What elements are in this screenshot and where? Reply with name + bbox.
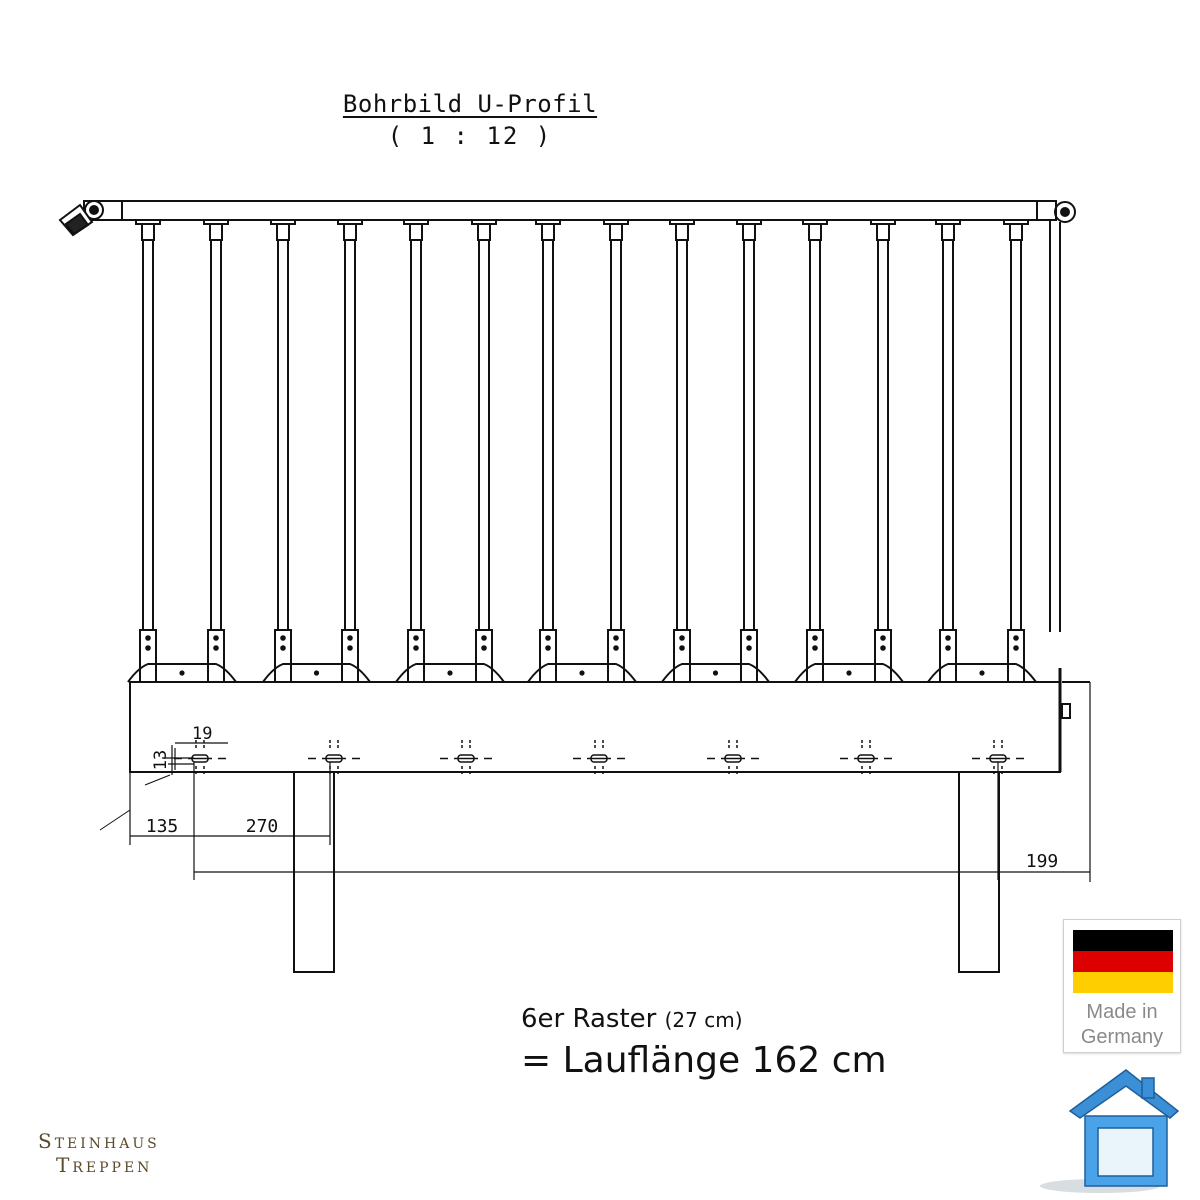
handrail xyxy=(58,200,1076,632)
bracket-screw xyxy=(313,670,320,676)
flag-stripe-gold xyxy=(1073,972,1173,993)
grid-note: 6er Raster (27 cm) xyxy=(521,1004,743,1034)
baluster xyxy=(603,219,629,683)
bracket-screw xyxy=(846,670,852,676)
drawing-scale: ( 1 : 12 ) xyxy=(387,122,553,150)
brand-line1: Steinhaus xyxy=(38,1129,160,1153)
baluster-bracket xyxy=(527,663,637,683)
dim-hole-height: 13 xyxy=(151,750,171,770)
baluster-bracket xyxy=(661,663,770,683)
baluster xyxy=(870,219,896,683)
drill-hole xyxy=(840,740,892,776)
grid-label: 6er Raster xyxy=(521,1004,657,1034)
flag-stripe-red xyxy=(1073,951,1173,972)
baluster xyxy=(337,219,363,683)
grid-size: (27 cm) xyxy=(664,1008,743,1032)
baluster xyxy=(270,219,296,683)
made-in-text: Made in Germany xyxy=(1064,1000,1180,1050)
baluster xyxy=(669,219,695,683)
drawing-title-text: Bohrbild U-Profil xyxy=(342,90,598,118)
baluster-bracket xyxy=(794,663,904,683)
bracket-screw xyxy=(447,670,453,676)
baluster-bracket xyxy=(262,663,371,683)
baluster xyxy=(535,219,561,683)
dimension-labels: 19 13 135 270 199 xyxy=(146,724,1059,872)
baluster xyxy=(802,219,828,683)
dim-hole-spacing: 270 xyxy=(246,816,279,837)
flag-stripe-black xyxy=(1073,930,1173,951)
baluster xyxy=(203,219,229,683)
baluster xyxy=(1003,219,1029,683)
baluster-bracket xyxy=(395,663,505,683)
balusters xyxy=(127,219,1037,683)
drill-hole xyxy=(707,740,759,776)
dim-hole-width: 19 xyxy=(192,724,212,744)
made-in-line1: Made in xyxy=(1086,1001,1158,1023)
made-in-line2: Germany xyxy=(1080,1026,1164,1048)
baluster xyxy=(471,219,497,683)
dim-end-offset: 199 xyxy=(1026,851,1059,872)
baluster-bracket xyxy=(927,663,1037,683)
brand-line2: Treppen xyxy=(56,1153,153,1177)
drill-hole xyxy=(573,740,625,776)
baluster xyxy=(935,219,961,683)
dim-first-offset: 135 xyxy=(146,816,179,837)
bracket-screw xyxy=(712,670,719,676)
baluster xyxy=(736,219,762,683)
bracket-screw xyxy=(179,670,185,676)
brand-logo: Steinhaus Treppen xyxy=(38,1129,160,1177)
drill-hole xyxy=(440,740,492,776)
made-in-germany-badge: Made in Germany xyxy=(1063,919,1181,1053)
run-length-note: = Lauflänge 162 cm xyxy=(521,1040,887,1081)
drill-holes xyxy=(174,740,1024,776)
drill-hole xyxy=(308,740,360,776)
baluster xyxy=(403,219,429,683)
bracket-screw xyxy=(579,670,585,676)
drawing-title: Bohrbild U-Profil ( 1 : 12 ) xyxy=(340,90,600,150)
bracket-screw xyxy=(979,670,985,676)
baluster-bracket xyxy=(127,663,237,683)
dimension-lines xyxy=(99,682,1091,882)
baluster xyxy=(135,219,161,683)
house-logo-icon xyxy=(1040,1069,1180,1193)
